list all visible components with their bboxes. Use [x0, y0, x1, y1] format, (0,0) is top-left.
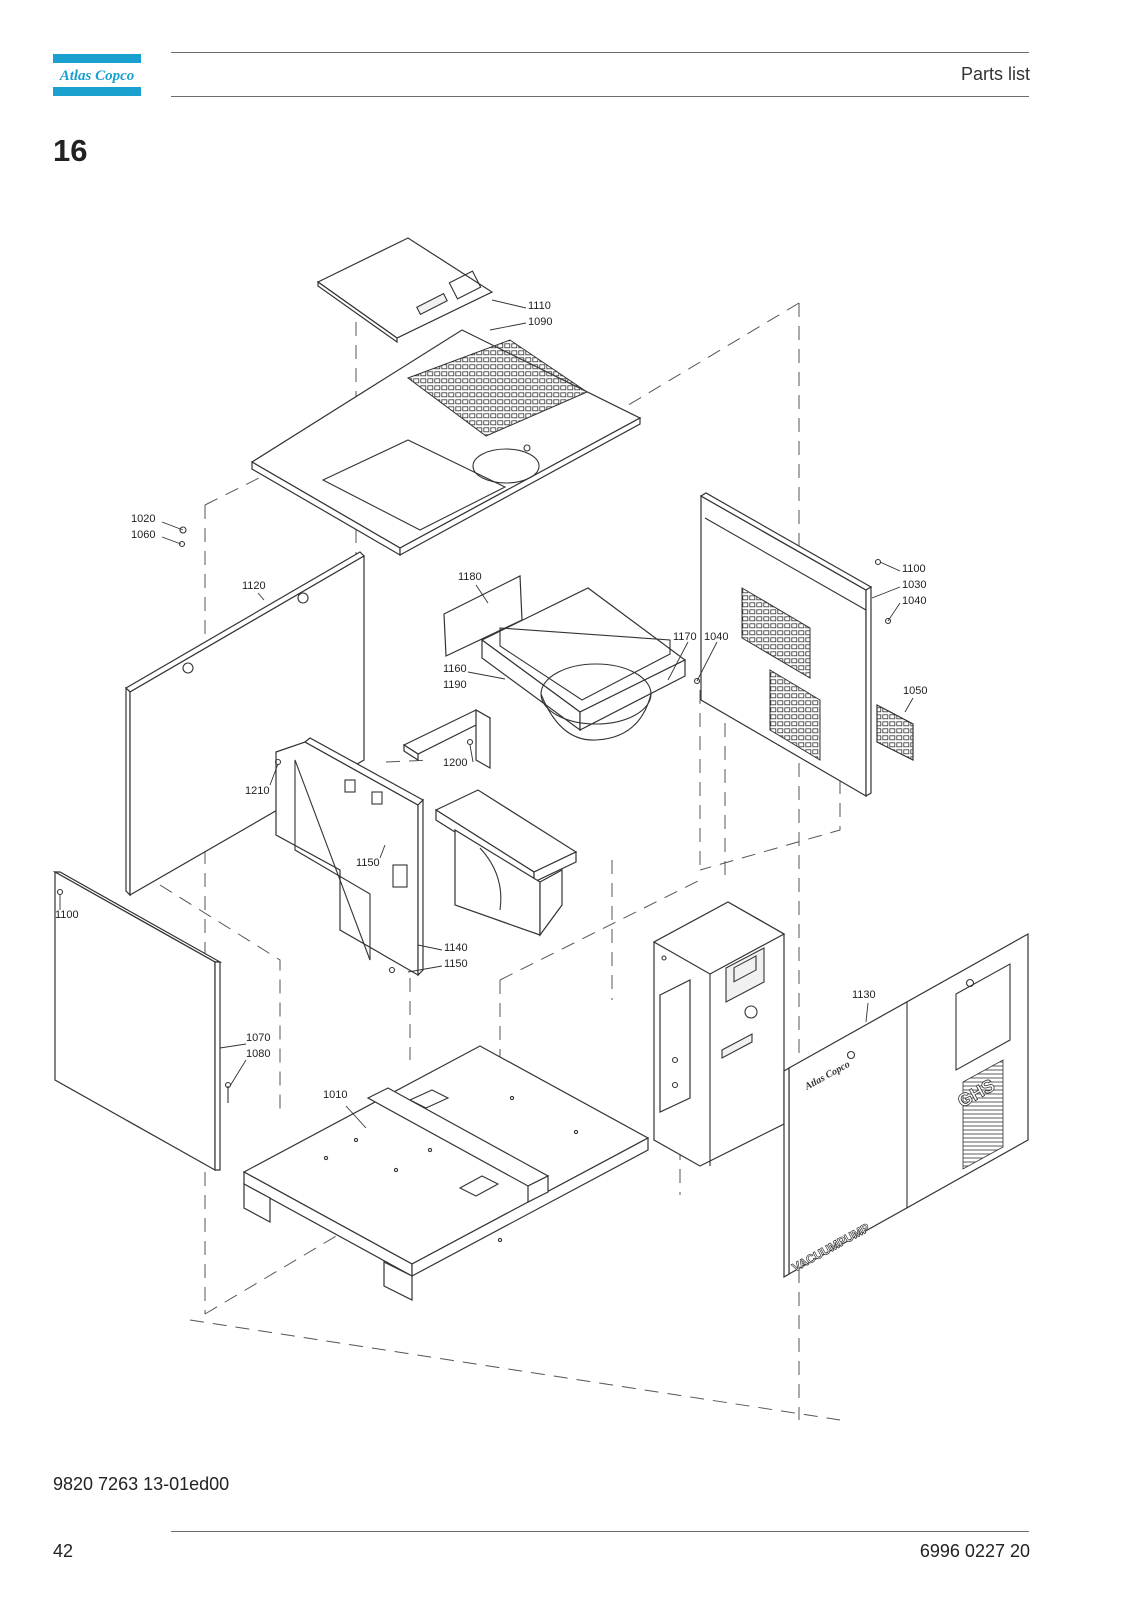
logo-text: Atlas Copco	[59, 68, 135, 84]
part-control-cabinet	[652, 901, 786, 1167]
atlas-copco-logo: Atlas Copco	[53, 54, 141, 96]
fastener-1200	[466, 738, 474, 746]
callout-1160: 1160	[443, 663, 467, 675]
part-1130-front-door-panel: Atlas Copco GHS VACUUMPUMP	[783, 932, 1029, 1279]
part-1160-fan-duct	[480, 587, 687, 741]
part-1120-left-side-panel	[125, 551, 365, 897]
callout-1010: 1010	[323, 1089, 347, 1101]
document-number: 9820 7263 13-01ed00	[53, 1474, 230, 1494]
part-1140-inner-wall	[274, 737, 424, 977]
callout-1110: 1110	[528, 300, 551, 312]
callout-1180: 1180	[458, 571, 482, 583]
section-number: 16	[53, 133, 88, 168]
callout-leader-lines	[59, 299, 914, 1129]
callout-1100-left: 1100	[55, 909, 79, 921]
callout-1060: 1060	[131, 529, 155, 541]
part-1010-base-frame	[242, 1045, 650, 1301]
logo-wordmark: Atlas Copco	[59, 68, 135, 84]
callout-1040-right: 1040	[902, 595, 926, 607]
logo-bar-top	[53, 54, 141, 63]
callout-1050: 1050	[903, 685, 927, 697]
callout-1140: 1140	[444, 942, 468, 954]
fasteners-1020-1060	[178, 526, 187, 548]
callout-1130: 1130	[852, 989, 876, 1001]
part-1100-left-front-panel	[52, 870, 223, 1172]
footer-rule	[171, 1531, 1029, 1532]
page-number: 42	[53, 1541, 74, 1561]
part-center-shroud	[434, 789, 578, 937]
part-1190-bracket	[402, 708, 492, 770]
callout-1120: 1120	[242, 580, 266, 592]
callout-1100-right: 1100	[902, 563, 926, 575]
part-1090-roof-panel	[250, 329, 642, 557]
part-1110-top-cover-plate	[316, 237, 494, 344]
header-rule-top	[171, 52, 1029, 53]
callout-1150-upper: 1150	[356, 857, 380, 869]
callout-1090: 1090	[528, 316, 552, 328]
callout-1070: 1070	[246, 1032, 270, 1044]
publication-part-number: 6996 0227 20	[919, 1541, 1030, 1561]
part-1130-right-back-panel	[699, 492, 873, 798]
callout-1210: 1210	[245, 785, 269, 797]
callout-1040-center: 1040	[704, 631, 728, 643]
callout-labels: 1110 1090 1020 1060 1120 1180 1170 1040 …	[55, 300, 927, 1101]
callout-1190: 1190	[443, 679, 467, 691]
header-rule-bottom	[171, 96, 1029, 97]
callout-1080: 1080	[246, 1048, 270, 1060]
callout-1150-lower: 1150	[444, 958, 468, 970]
callout-1170: 1170	[673, 631, 697, 643]
callout-1020: 1020	[131, 513, 155, 525]
part-1050-filter-grille	[876, 704, 914, 761]
header-title: Parts list	[960, 64, 1030, 84]
callout-1200: 1200	[443, 757, 467, 769]
callout-1030: 1030	[902, 579, 926, 591]
logo-bar-bottom	[53, 87, 141, 96]
